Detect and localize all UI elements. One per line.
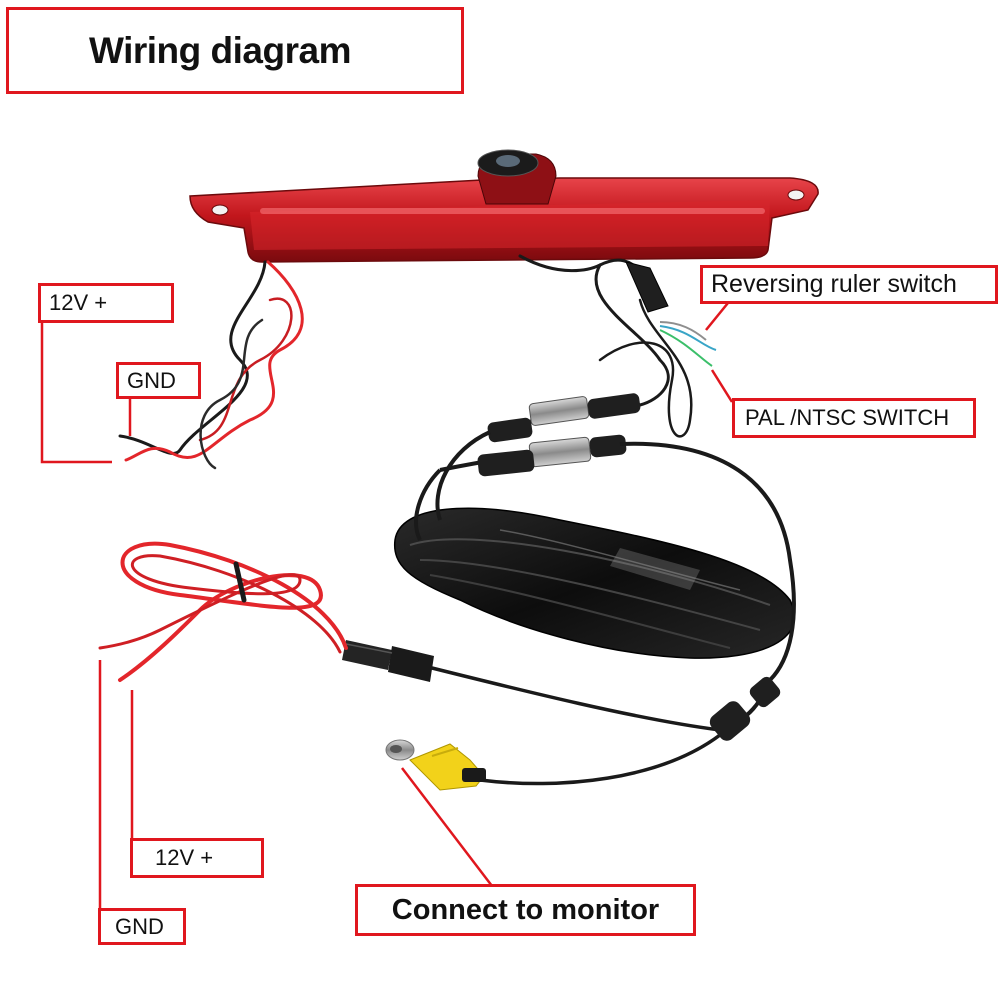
brake-light-camera <box>189 149 819 263</box>
power-plug <box>342 640 434 682</box>
cable-to-rca <box>478 733 722 786</box>
cable-to-aviation-1 <box>594 263 670 407</box>
brake-light-highlight <box>260 208 765 214</box>
label-reversing-ruler-switch: Reversing ruler switch <box>700 265 998 304</box>
splitter-junction <box>709 676 781 741</box>
power-leads <box>98 541 348 682</box>
camera-lens-glass <box>496 155 520 167</box>
power-lead-red-2 <box>98 554 342 654</box>
camera-power-leads <box>118 260 304 470</box>
cable-to-power-plug <box>430 666 722 732</box>
label-power-gnd: GND <box>98 908 186 945</box>
mount-hole-left <box>211 204 229 216</box>
diagram-title: Wiring diagram <box>6 7 464 94</box>
callout-lines <box>40 297 734 912</box>
camera-lead-red <box>124 260 304 462</box>
aviation-connector-lower <box>439 434 627 477</box>
label-pal-ntsc-switch: PAL /NTSC SWITCH <box>732 398 976 438</box>
coil-cable-upper <box>414 430 491 541</box>
callout-monitor <box>401 767 493 887</box>
switch-plug <box>625 261 717 367</box>
camera-lead-red-loop <box>198 297 293 442</box>
camera-lead-black <box>118 260 267 456</box>
camera-lead-black-loop <box>199 318 264 470</box>
mount-hole-right <box>787 189 805 201</box>
label-connect-to-monitor: Connect to monitor <box>355 884 696 936</box>
switch-wire-loop <box>598 298 693 438</box>
power-lead-red <box>118 541 348 682</box>
label-camera-gnd: GND <box>116 362 201 399</box>
rca-plug <box>385 739 486 791</box>
aviation-connector-upper <box>487 393 641 443</box>
coiled-extension-cable <box>393 430 796 682</box>
coil-cable-right <box>619 441 796 682</box>
label-power-12v: 12V + <box>130 838 264 878</box>
label-camera-12v: 12V + <box>38 283 174 323</box>
coil-body <box>393 507 796 659</box>
callout-pal-ntsc <box>710 369 734 403</box>
callout-camera-12v <box>40 308 112 464</box>
power-lead-tie <box>233 561 247 603</box>
